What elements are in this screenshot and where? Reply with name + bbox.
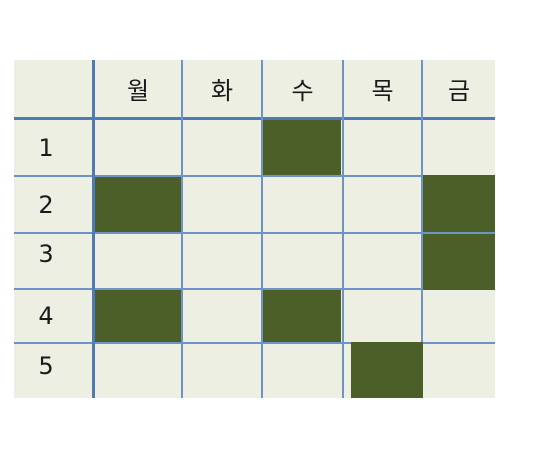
day-header-thu: 목 (371, 77, 394, 105)
filled-cell-4-wed (263, 290, 341, 342)
column-divider (342, 60, 344, 398)
filled-cell-3-fri (423, 234, 495, 290)
row-divider (14, 232, 495, 234)
filled-cell-5-thu (351, 342, 423, 398)
period-label-2: 2 (38, 190, 54, 219)
period-label-4: 4 (38, 302, 54, 330)
filled-cell-2-mon (95, 177, 181, 232)
period-label-1: 1 (38, 133, 54, 162)
period-label-3: 3 (38, 240, 54, 268)
header-divider (14, 117, 495, 120)
filled-cell-2-fri (423, 175, 495, 232)
day-header-tue: 화 (210, 77, 234, 105)
period-column-divider (92, 60, 95, 398)
column-divider (421, 60, 423, 398)
row-divider (14, 342, 495, 344)
filled-cell-1-wed (263, 120, 341, 175)
period-label-5: 5 (38, 352, 54, 380)
column-divider (261, 60, 263, 398)
schedule-grid: 월 화 수 목 금 1 2 3 4 5 (14, 60, 495, 398)
day-header-mon: 월 (126, 77, 150, 105)
day-header-wed: 수 (291, 77, 314, 105)
row-divider (14, 288, 495, 290)
row-divider (14, 175, 495, 177)
column-divider (181, 60, 183, 398)
filled-cell-4-mon (95, 290, 181, 342)
day-header-fri: 금 (447, 77, 471, 105)
